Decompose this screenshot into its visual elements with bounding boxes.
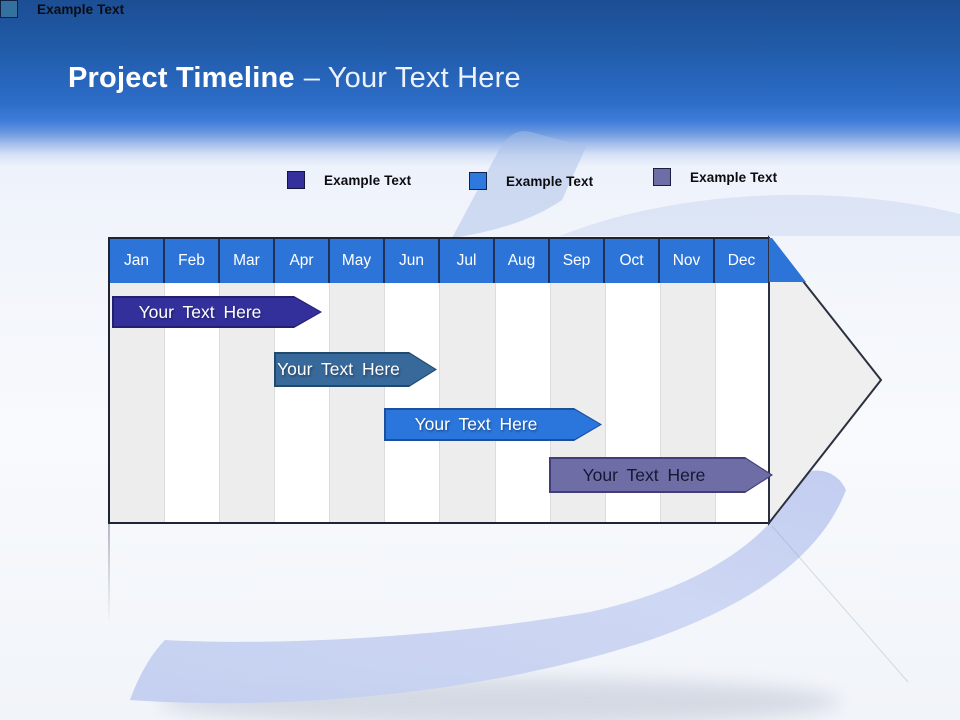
page-title: Project Timeline– Your Text Here	[68, 61, 521, 95]
legend-item: Example Text	[0, 0, 124, 18]
legend-label: Example Text	[37, 1, 125, 17]
task-bar-fill	[114, 298, 320, 326]
legend-item: Example Text	[287, 171, 411, 189]
timeline-arrowhead	[768, 235, 883, 526]
month-cell: Jun	[385, 239, 440, 283]
month-cell: Oct	[605, 239, 660, 283]
page-title-bold: Project Timeline	[68, 62, 295, 94]
task-bar-label: Your Text Here	[414, 414, 538, 434]
table-left-reflection	[108, 524, 110, 624]
legend-label: Example Text	[690, 169, 778, 185]
task-bar-fill	[386, 410, 600, 439]
arrowhead-body	[768, 235, 883, 526]
task-bar: Your Text Here	[274, 352, 437, 387]
month-column	[330, 283, 386, 522]
task-bar-label: Your Text Here	[277, 359, 400, 379]
month-column	[495, 283, 551, 522]
task-bar-fill	[276, 354, 435, 385]
month-cell: Aug	[495, 239, 550, 283]
month-cell: Mar	[220, 239, 275, 283]
page-title-rest: – Your Text Here	[303, 62, 521, 94]
task-bar-label: Your Text Here	[582, 464, 706, 485]
month-cell: Apr	[275, 239, 330, 283]
month-cell: Jan	[110, 239, 165, 283]
swoosh-top-arc	[560, 194, 960, 236]
task-bar: Your Text Here	[112, 296, 322, 328]
task-bar-label: Your Text Here	[138, 301, 262, 322]
legend-swatch	[0, 0, 18, 18]
legend-swatch	[653, 168, 671, 186]
month-cell: Sep	[550, 239, 605, 283]
month-cell: Jul	[440, 239, 495, 283]
month-cell: Nov	[660, 239, 715, 283]
month-cell: Feb	[165, 239, 220, 283]
legend-label: Example Text	[506, 173, 594, 189]
task-bar-fill	[551, 459, 771, 491]
month-column	[440, 283, 496, 522]
legend-swatch	[469, 172, 487, 190]
legend-swatch	[287, 171, 305, 189]
arrowhead-shadow-line	[771, 525, 909, 683]
timeline-month-header: Jan Feb Mar Apr May Jun Jul Aug Sep Oct …	[110, 239, 770, 283]
task-bar: Your Text Here	[549, 457, 773, 493]
month-cell: Dec	[715, 239, 770, 283]
month-cell: May	[330, 239, 385, 283]
arrowhead-header-band	[769, 238, 806, 282]
month-column	[385, 283, 441, 522]
ribbon-shadow	[160, 678, 840, 720]
legend-item: Example Text	[653, 168, 777, 186]
legend-label: Example Text	[324, 172, 412, 188]
legend-item: Example Text	[469, 172, 593, 190]
task-bar: Your Text Here	[384, 408, 602, 441]
